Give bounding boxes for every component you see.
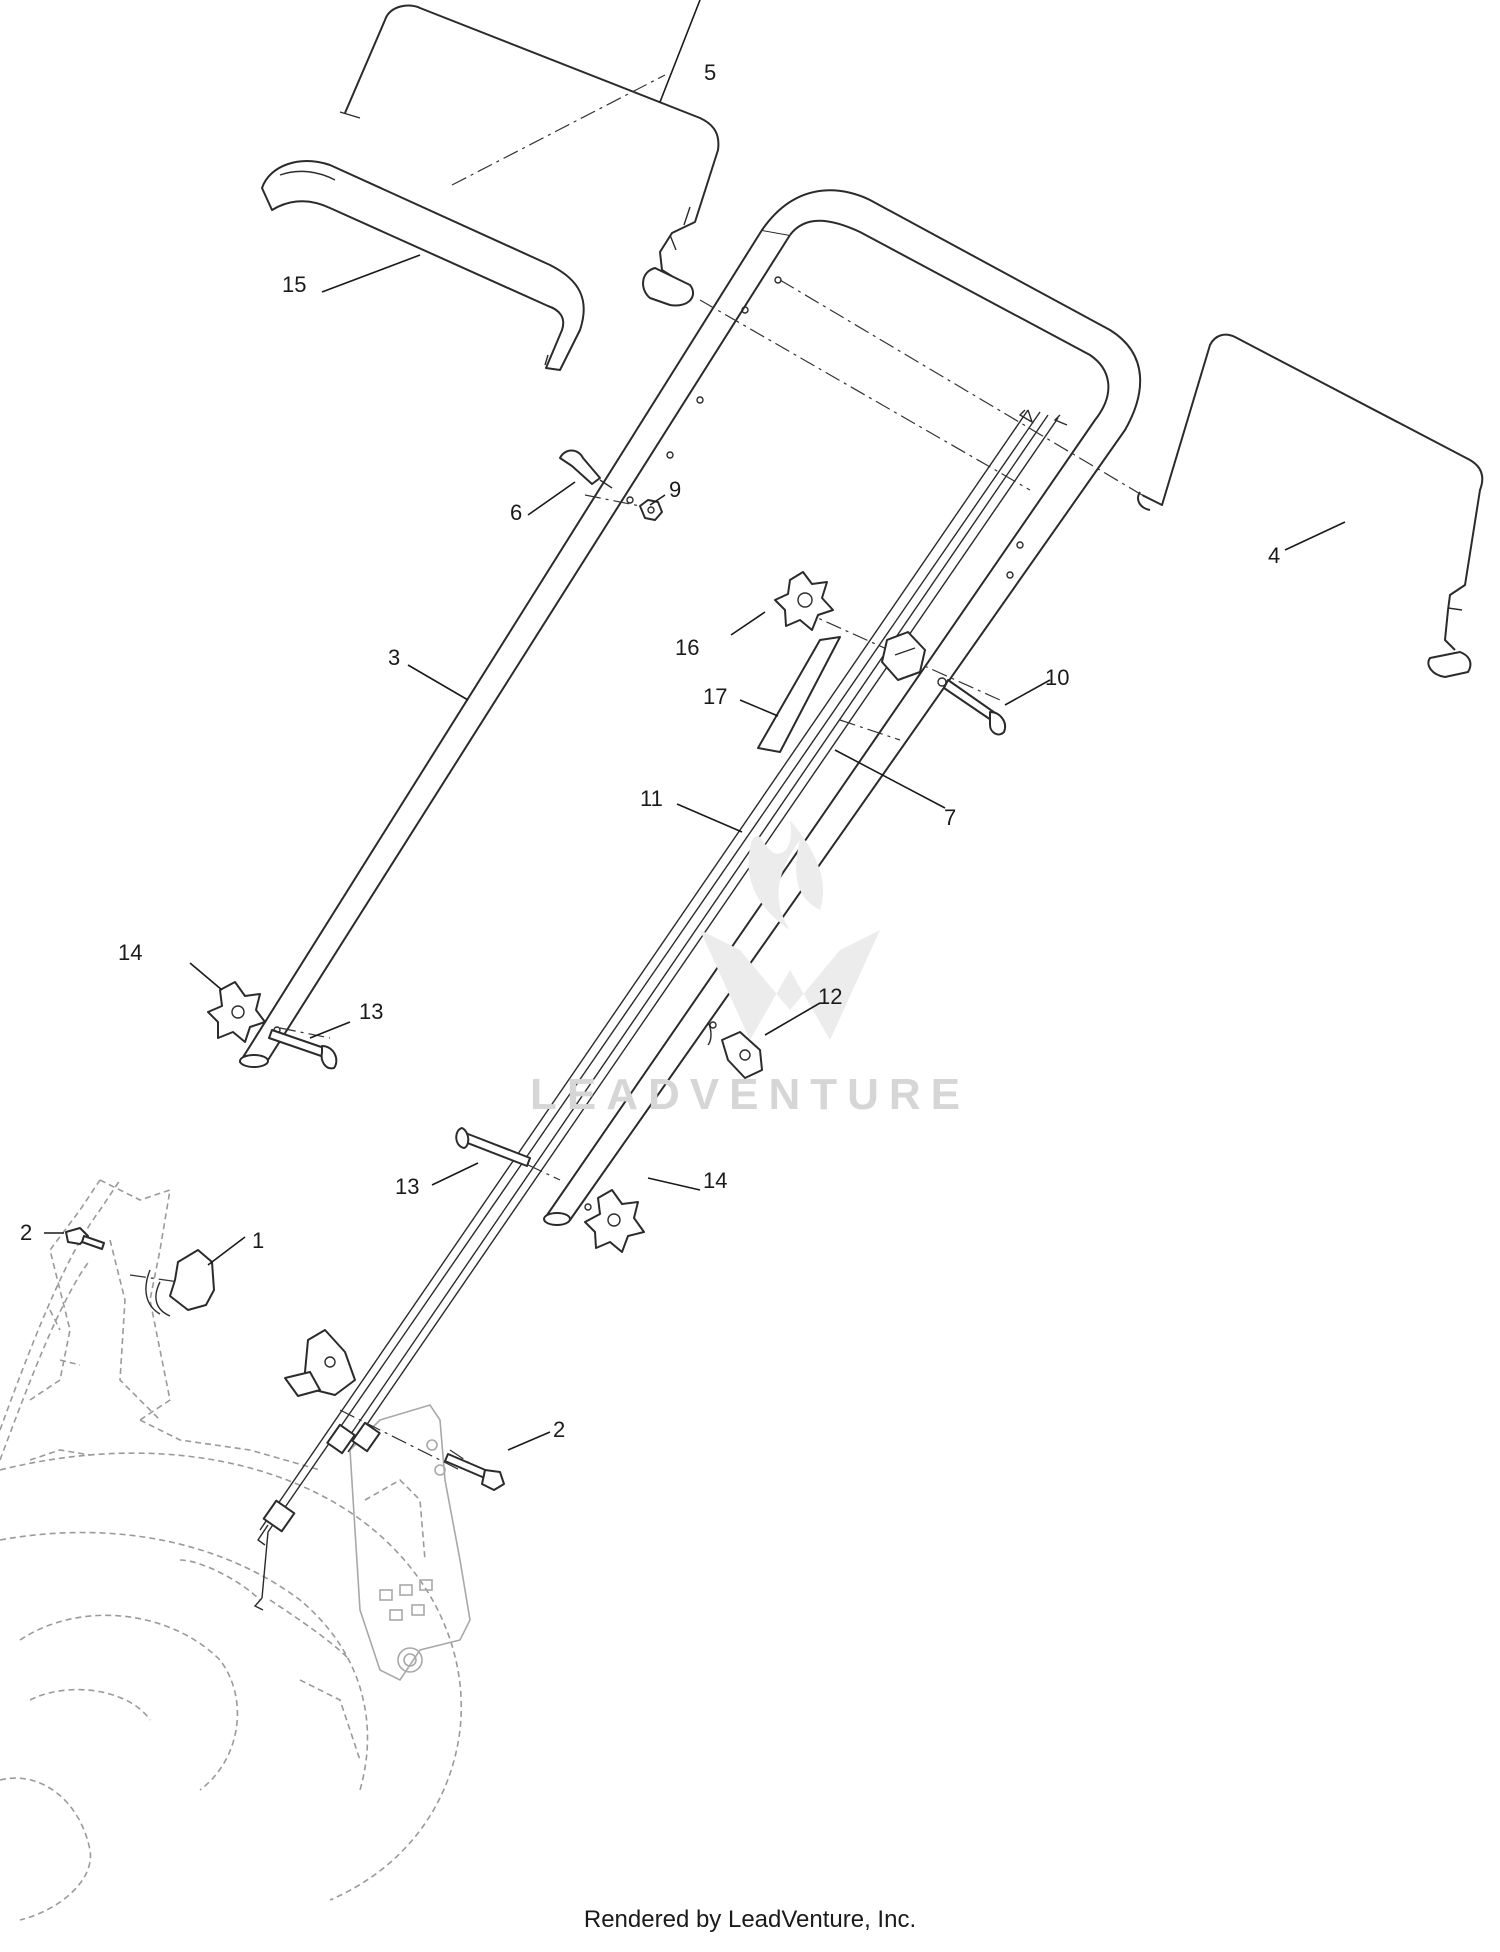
callout-15: 15 xyxy=(282,272,306,297)
callout-4: 4 xyxy=(1268,543,1280,568)
part-14-knob-lower xyxy=(584,1189,645,1253)
part-6-cable-clip xyxy=(559,449,613,489)
callout-1: 1 xyxy=(252,1228,264,1253)
part-10-bolt xyxy=(937,677,1006,736)
callout-9: 9 xyxy=(669,477,681,502)
part-15-foam-grip xyxy=(261,160,585,371)
part-4-lower-bail xyxy=(1137,333,1484,678)
cable-bracket xyxy=(284,1329,356,1397)
callout-13-lower: 13 xyxy=(395,1174,419,1199)
callout-16: 16 xyxy=(675,635,699,660)
part-5-upper-bail xyxy=(339,4,720,307)
leader-lines xyxy=(44,0,1346,1451)
callout-2-left: 2 xyxy=(20,1220,32,1245)
part-3-handle-frame xyxy=(239,189,1142,1226)
callout-13-upper: 13 xyxy=(359,999,383,1024)
callout-12: 12 xyxy=(818,984,842,1009)
callout-14-upper: 14 xyxy=(118,940,142,965)
callout-2-right: 2 xyxy=(553,1417,565,1442)
part-13-bolt-lower xyxy=(455,1127,531,1167)
callout-17: 17 xyxy=(703,684,727,709)
callout-11: 11 xyxy=(640,786,663,811)
part-14-knob-upper xyxy=(207,981,266,1043)
callout-labels: 5 15 6 9 3 4 16 10 17 11 7 14 12 13 13 1… xyxy=(20,60,1280,1442)
part-2-bolt-right xyxy=(444,1453,505,1491)
footer-credit: Rendered by LeadVenture, Inc. xyxy=(583,1906,917,1933)
callout-14-lower: 14 xyxy=(703,1168,727,1193)
part-7-cable-guide xyxy=(881,631,926,681)
callout-10: 10 xyxy=(1045,665,1069,690)
callout-3: 3 xyxy=(388,645,400,670)
leadventure-watermark: LEADVENTURE xyxy=(530,820,970,1119)
mower-deck-ghost xyxy=(0,1179,471,1921)
callout-5: 5 xyxy=(704,60,716,85)
part-17-decal xyxy=(757,636,841,753)
part-9-nut xyxy=(639,499,663,521)
callout-6: 6 xyxy=(510,500,522,525)
part-16-knob xyxy=(774,571,834,631)
callout-7: 7 xyxy=(944,805,956,830)
part-2-bolt-left xyxy=(65,1227,105,1250)
watermark-text: LEADVENTURE xyxy=(530,1070,970,1119)
part-13-bolt-upper xyxy=(268,1029,338,1070)
part-1-cable-retainer xyxy=(145,1249,215,1317)
part-12-spacer xyxy=(707,1021,763,1079)
